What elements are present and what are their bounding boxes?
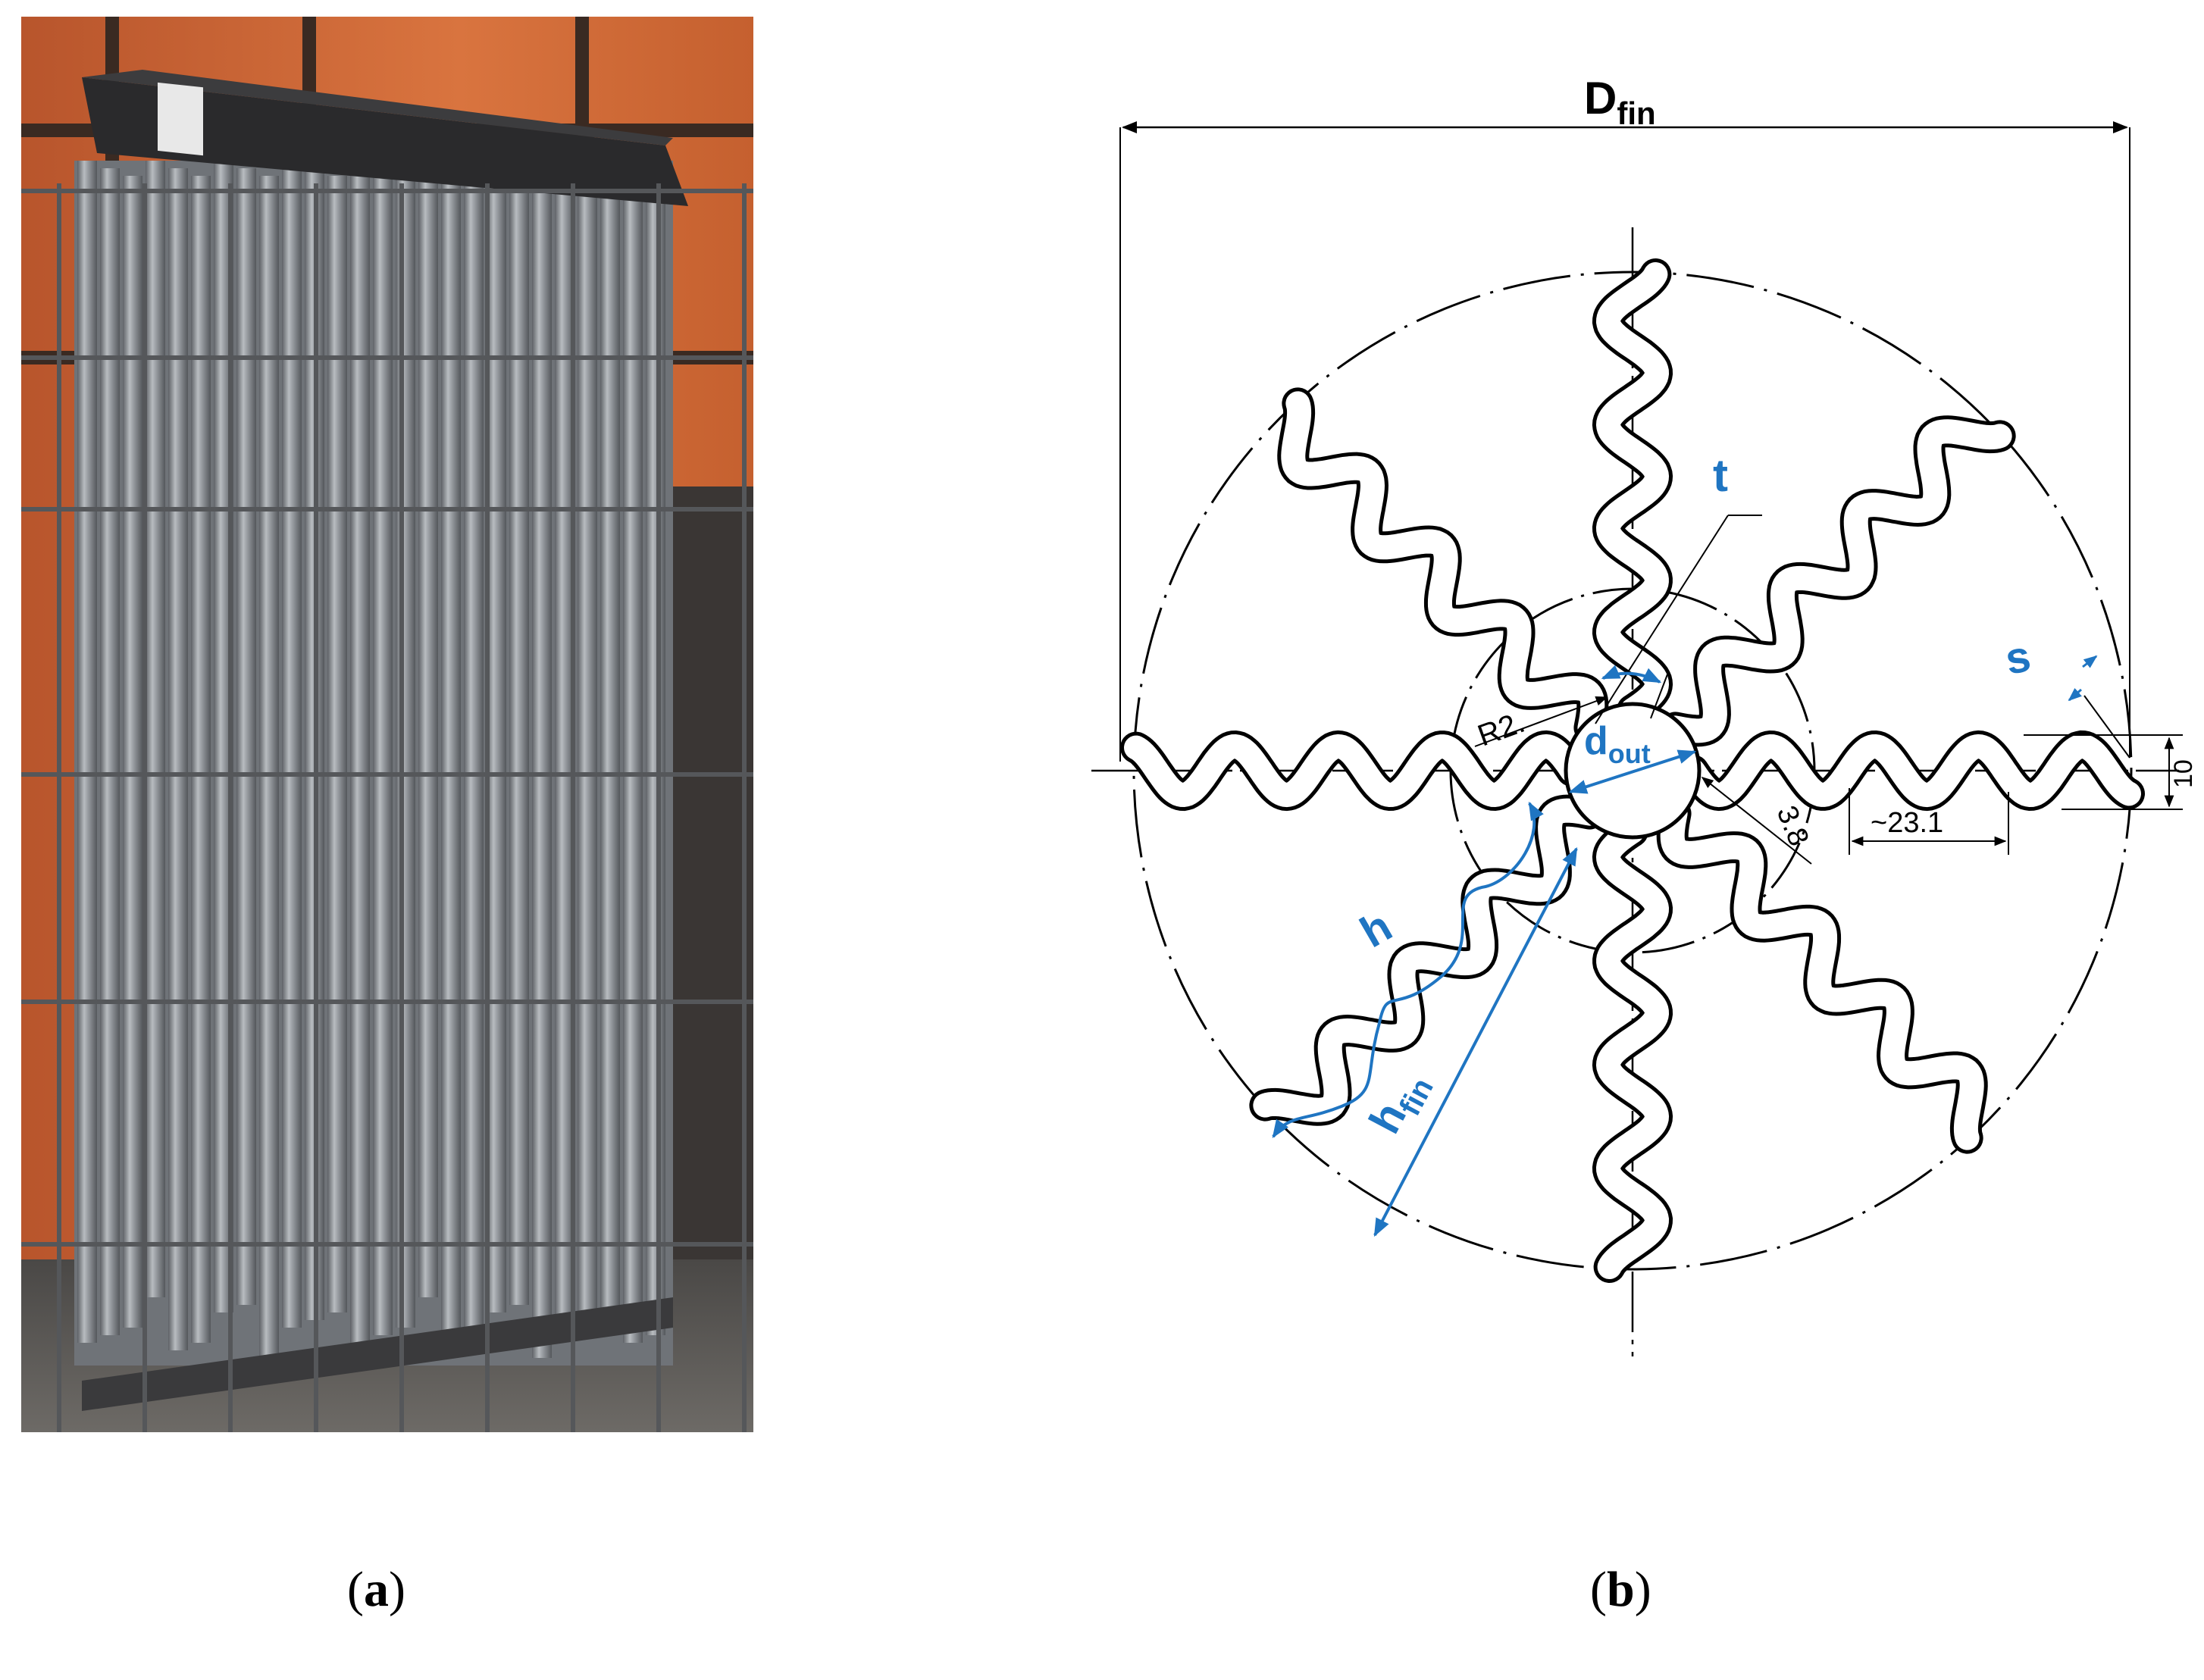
caption-b-close: ) (1634, 1562, 1651, 1617)
d-out-label: dout (1584, 719, 1651, 769)
dim-10-label: 10 (2169, 759, 2198, 788)
d-out-arrow (1568, 749, 1697, 794)
caption-b-letter: b (1606, 1562, 1635, 1617)
finned-tube (100, 168, 120, 1335)
finned-tube (282, 161, 302, 1328)
fin-body (1681, 734, 2141, 808)
finned-tube (236, 168, 256, 1305)
fin-body (1595, 262, 1670, 722)
fin-body (1124, 734, 1584, 808)
finned-tube (396, 176, 415, 1328)
top-frame (82, 77, 688, 206)
caption-a-open: ( (347, 1562, 364, 1617)
caption-a-letter: a (363, 1562, 389, 1617)
fin-body (1663, 419, 2012, 743)
finned-tube (578, 168, 597, 1320)
d-out-sub: out (1608, 738, 1651, 769)
finned-tube (350, 161, 370, 1343)
fin-body (1660, 801, 1984, 1150)
caption-a: (a) (347, 1561, 405, 1619)
r38-label: 3.8 (1770, 802, 1815, 851)
fin-body (1281, 391, 1605, 740)
finned-tube (418, 161, 438, 1297)
finned-tube (646, 168, 665, 1335)
finned-tube (373, 168, 393, 1335)
t-label: t (1713, 450, 1728, 501)
finned-tube (77, 161, 97, 1343)
caption-b: (b) (1590, 1561, 1651, 1619)
d-out-main: d (1584, 719, 1608, 763)
d-fin-label: Dfin (1584, 73, 1656, 131)
d-fin-main: D (1584, 73, 1617, 124)
finned-tube (327, 176, 347, 1312)
finned-tube (441, 168, 461, 1350)
t-arrow (1601, 665, 1662, 684)
finned-tube (168, 168, 188, 1350)
caption-a-close: ) (388, 1562, 405, 1617)
h-label: h (1352, 901, 1400, 957)
finned-tube (146, 161, 165, 1297)
finned-tube (509, 168, 529, 1305)
finned-tube-cross-section-drawing: Dfin 10 ~23.1 R2. 3.8 t dout s h hfin (1091, 73, 2198, 1356)
photo-finned-tube-bundle (21, 17, 753, 1432)
dim-231-label: ~23.1 (1871, 807, 1943, 839)
finned-tube (623, 161, 643, 1343)
fin-body (1595, 819, 1670, 1279)
tube-bundle (74, 161, 673, 1366)
s-label: s (2002, 631, 2034, 684)
wire-fence (21, 183, 753, 1432)
finned-tube (532, 176, 552, 1358)
finned-tube (487, 161, 506, 1312)
finned-tube (191, 176, 211, 1343)
finned-tube (123, 176, 142, 1328)
finned-tube (464, 176, 484, 1343)
caption-b-open: ( (1590, 1562, 1607, 1617)
finned-tube (259, 176, 279, 1358)
d-fin-sub: fin (1617, 95, 1655, 131)
h-fin-arrow (1373, 846, 1578, 1237)
finned-tube (600, 176, 620, 1312)
